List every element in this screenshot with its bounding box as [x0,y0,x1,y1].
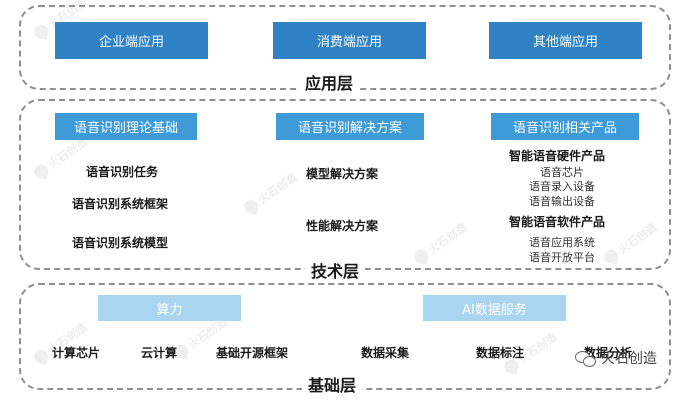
tech-header-solution: 语音识别解决方案 [276,113,424,140]
wechat-icon [575,349,597,367]
tech-header-label: 语音识别相关产品 [512,121,617,136]
base-header-label: AI数据服务 [462,302,527,318]
theory-item: 语音识别任务 [86,165,159,179]
solution-item: 模型解决方案 [306,167,379,181]
tech-layer-title: 技术层 [305,258,366,282]
product-category-hardware: 智能语音硬件产品 [509,149,606,163]
hardware-item: 语音芯片 [540,166,584,179]
app-box-label: 消费端应用 [316,35,382,50]
app-box-label: 企业端应用 [98,35,164,50]
base-header-data-service: AI数据服务 [423,295,566,321]
app-box-other: 其他端应用 [489,22,642,59]
hardware-item: 语音录入设备 [529,180,595,193]
base-item: 基础开源框架 [216,346,289,360]
theory-item: 语音识别系统模型 [72,236,169,250]
tech-header-label: 语音识别理论基础 [73,121,178,136]
base-item: 云计算 [141,346,178,360]
product-category-software: 智能语音软件产品 [509,215,606,229]
tech-header-products: 语音识别相关产品 [491,113,639,140]
brand-logo: 火石创造 [575,348,657,368]
base-item: 计算芯片 [52,346,101,360]
software-item: 语音应用系统 [529,236,595,249]
brand-name: 火石创造 [601,351,657,367]
base-item: 数据分析 [584,346,633,360]
tech-header-theory: 语音识别理论基础 [55,113,197,140]
app-box-consumer: 消费端应用 [273,22,426,59]
base-item: 数据标注 [476,346,525,360]
app-layer-title: 应用层 [299,70,360,94]
solution-item: 性能解决方案 [306,219,379,233]
software-item: 语音开放平台 [529,251,595,264]
base-item: 数据采集 [361,346,410,360]
base-header-compute: 算力 [98,295,241,321]
hardware-item: 语音输出设备 [529,195,595,208]
app-box-label: 其他端应用 [532,35,598,50]
app-box-enterprise: 企业端应用 [55,22,208,59]
theory-item: 语音识别系统框架 [72,197,169,211]
base-layer-title: 基础层 [302,372,363,396]
tech-header-label: 语音识别解决方案 [297,121,402,136]
base-header-label: 算力 [156,302,183,318]
